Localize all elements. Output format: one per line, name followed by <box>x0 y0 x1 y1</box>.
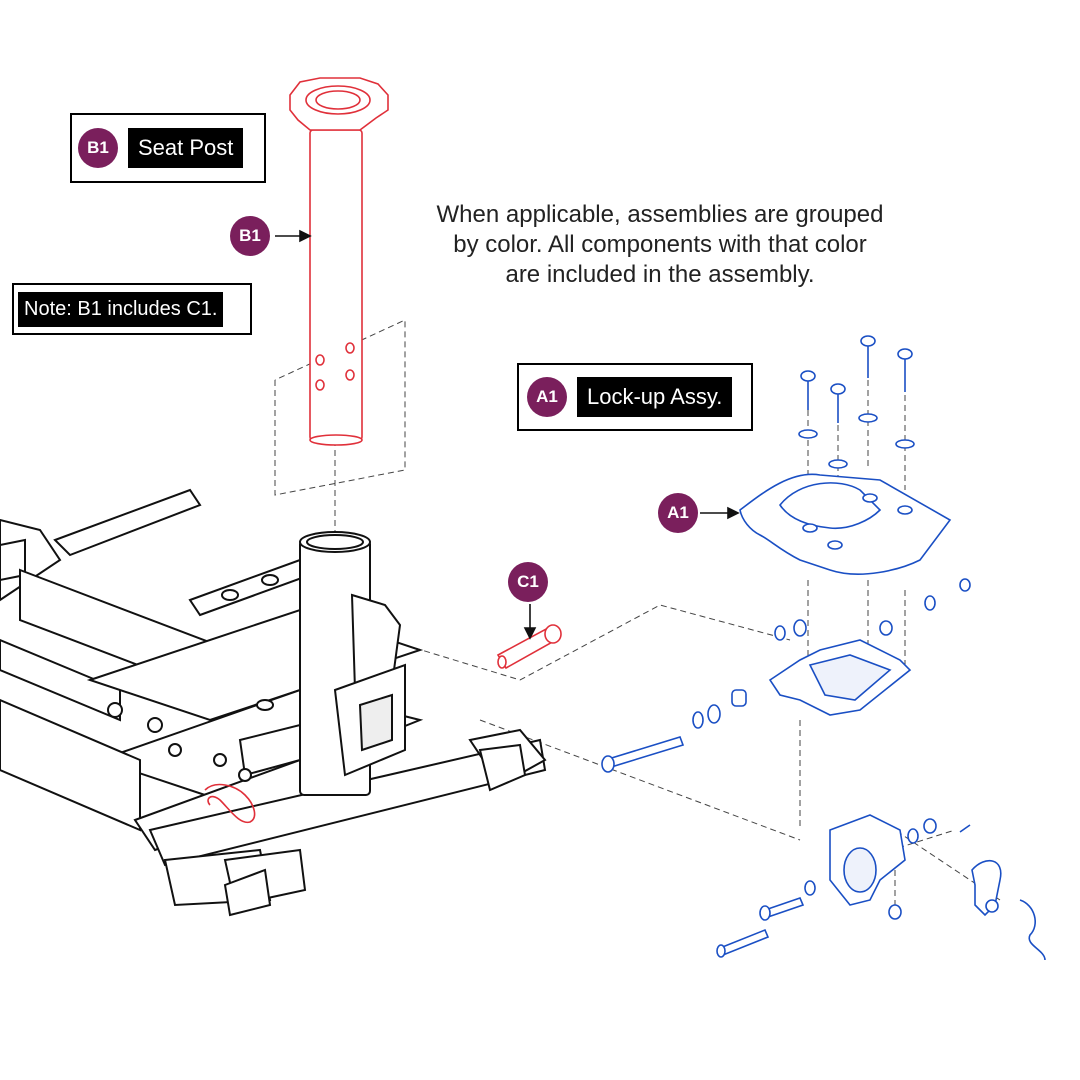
callout-a1: A1 <box>658 493 698 533</box>
legend-lockup: A1 Lock-up Assy. <box>517 363 753 431</box>
info-text-line-1: When applicable, assemblies are grouped <box>436 201 884 228</box>
leader-arrows <box>275 229 740 640</box>
callout-c1: C1 <box>508 562 548 602</box>
clevis-pin-part <box>496 624 562 670</box>
base-frame <box>0 488 547 917</box>
hairpin-clip-part <box>204 783 256 824</box>
info-text: When applicable, assemblies are grouped … <box>380 200 940 290</box>
legend-lockup-label: Lock-up Assy. <box>577 377 733 417</box>
legend-seat-post-label: Seat Post <box>128 128 244 168</box>
info-text-line-2: by color. All components with that color <box>453 231 867 258</box>
info-text-line-3: are included in the assembly. <box>505 261 815 288</box>
note-text: Note: B1 includes C1. <box>18 291 224 327</box>
legend-lockup-badge: A1 <box>527 377 567 417</box>
callout-b1: B1 <box>230 216 270 256</box>
legend-seat-post-badge: B1 <box>78 128 118 168</box>
note-box: Note: B1 includes C1. <box>12 283 252 335</box>
seat-post-part <box>289 77 389 446</box>
lockup-assembly-part <box>601 335 1046 961</box>
legend-seat-post: B1 Seat Post <box>70 113 266 183</box>
